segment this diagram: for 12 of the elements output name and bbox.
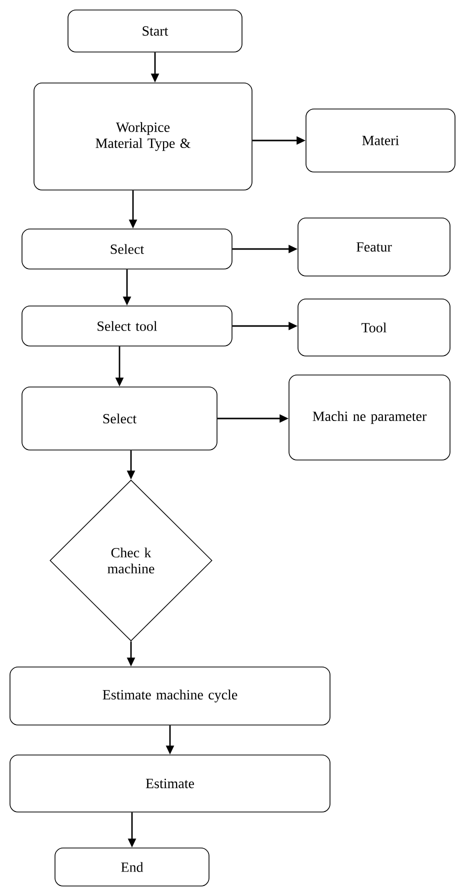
process-box: Estimate machine cycle: [10, 666, 330, 726]
process-box: Workpice Material Type &: [34, 82, 252, 190]
process-box: Select tool: [22, 306, 232, 346]
process-box: Select: [22, 386, 218, 450]
process-box: Featur: [298, 218, 450, 276]
process-box: End: [54, 848, 210, 886]
process-box: Estimate: [10, 754, 330, 812]
process-box: Machi ne parameter: [288, 374, 450, 460]
process-box: Tool: [298, 298, 450, 356]
process-box: Select: [22, 228, 232, 270]
process-box: Materi: [306, 108, 456, 172]
process-box: Start: [68, 10, 242, 52]
